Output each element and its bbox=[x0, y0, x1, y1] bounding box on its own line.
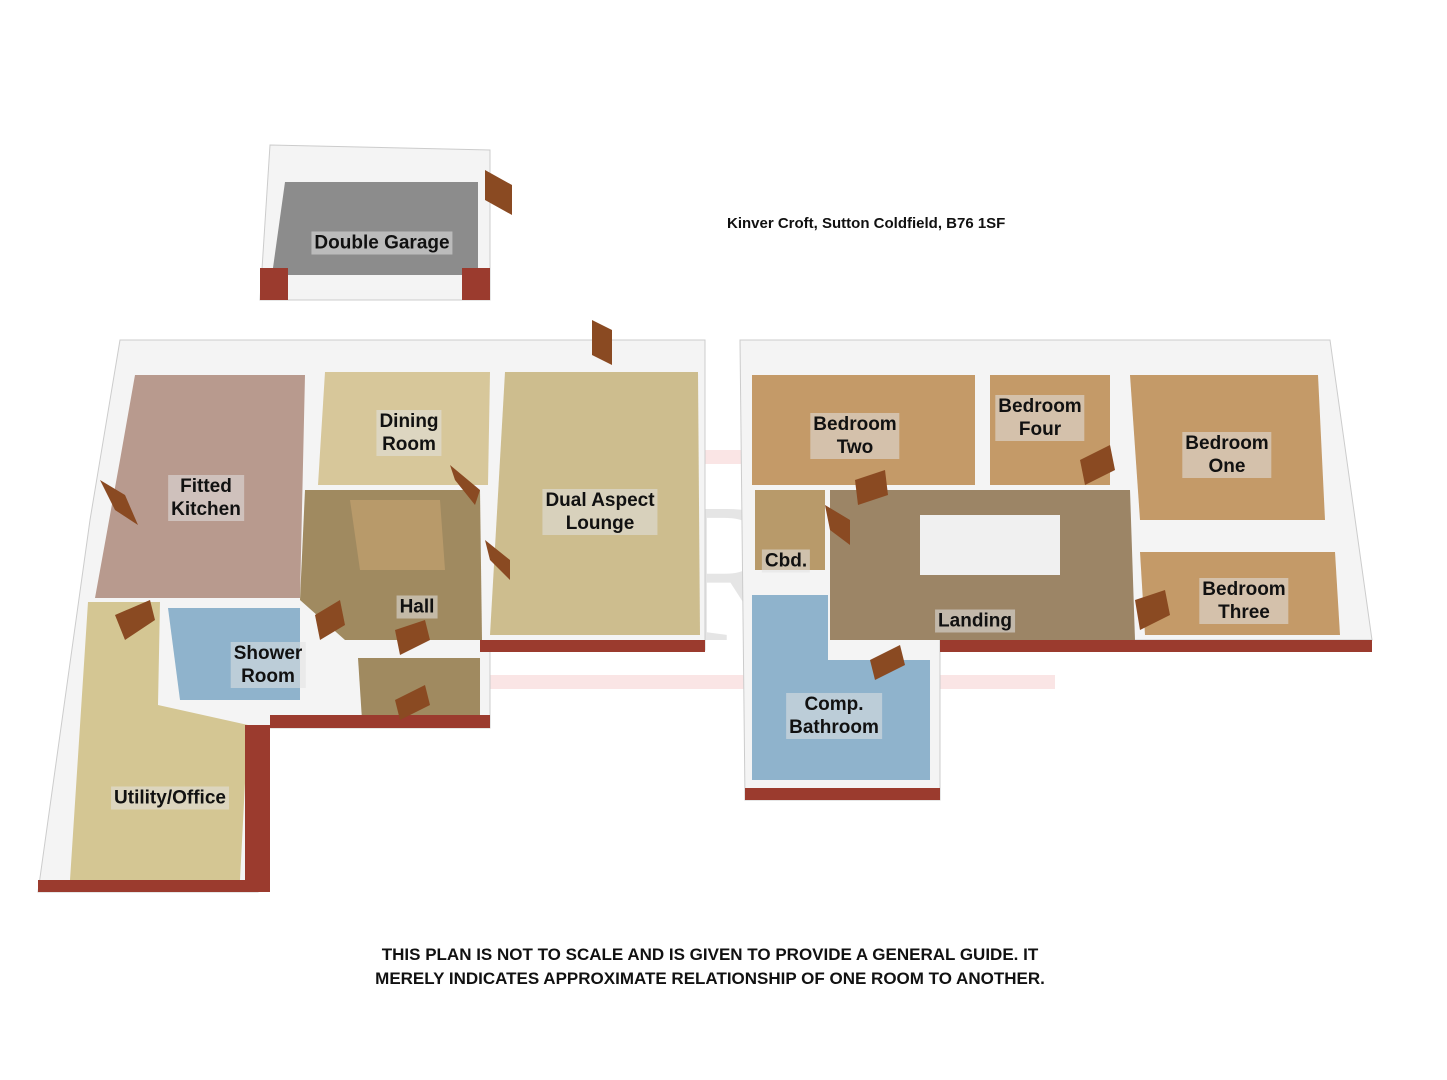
property-address: Kinver Croft, Sutton Coldfield, B76 1SF bbox=[727, 215, 1006, 232]
room-label-hall: Hall bbox=[396, 595, 438, 619]
utility-floor bbox=[70, 602, 248, 880]
door-icon bbox=[485, 170, 512, 215]
room-label-landing: Landing bbox=[935, 609, 1015, 633]
room-label-kitchen: Fitted Kitchen bbox=[168, 475, 244, 521]
room-label-utility: Utility/Office bbox=[111, 786, 229, 810]
room-label-bed-three: Bedroom Three bbox=[1199, 578, 1289, 624]
garage bbox=[259, 144, 512, 301]
room-label-shower: Shower Room bbox=[230, 642, 306, 688]
stairwell bbox=[920, 515, 1060, 575]
room-label-lounge: Dual Aspect Lounge bbox=[542, 489, 658, 535]
room-label-bathroom: Comp. Bathroom bbox=[786, 693, 882, 739]
door-icons bbox=[100, 320, 1170, 720]
room-label-bed-four: Bedroom Four bbox=[995, 395, 1085, 441]
room-label-dining: Dining Room bbox=[376, 410, 442, 456]
room-label-garage: Double Garage bbox=[311, 231, 453, 255]
room-label-cbd: Cbd. bbox=[761, 549, 811, 573]
disclaimer-text: THIS PLAN IS NOT TO SCALE AND IS GIVEN T… bbox=[375, 945, 1045, 988]
stairs-icon bbox=[350, 500, 445, 570]
room-label-bed-one: Bedroom One bbox=[1182, 432, 1272, 478]
room-label-bed-two: Bedroom Two bbox=[810, 413, 900, 459]
